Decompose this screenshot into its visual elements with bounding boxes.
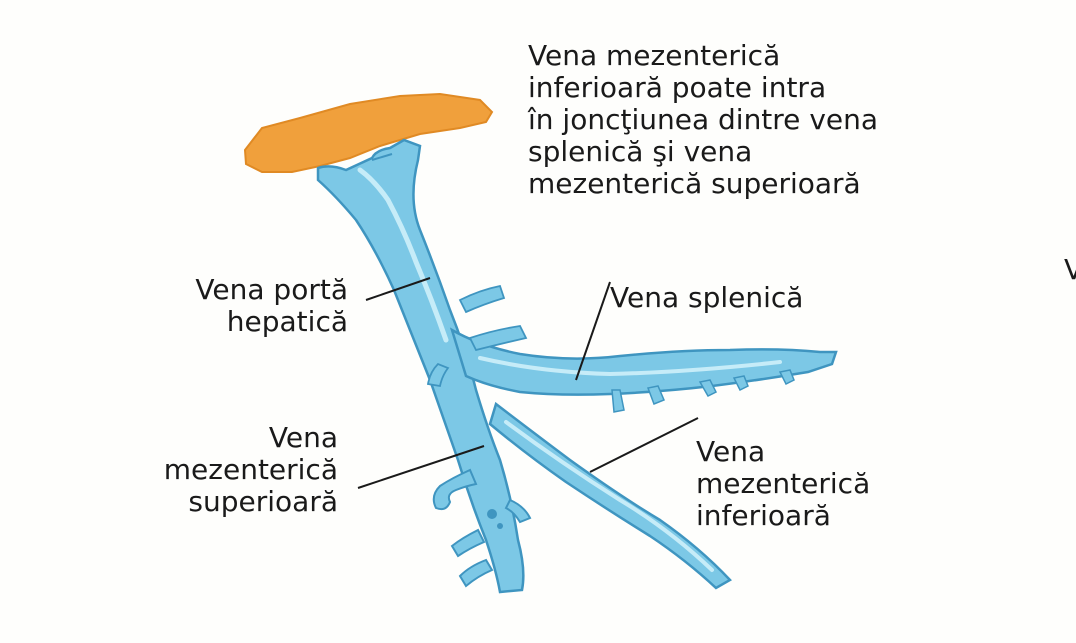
liver-tissue (243, 92, 494, 173)
junction-note: Vena mezenterică inferioară poate intra … (528, 39, 879, 200)
portal-branches (426, 284, 528, 388)
label-superior-mesenteric-vein: Vena mezenterică superioară (163, 421, 338, 518)
inferior-mesenteric-vein (488, 401, 732, 590)
leader-splenic (575, 281, 611, 381)
label-portal-vein: Vena portă hepatică (195, 273, 348, 338)
leader-inferior (589, 417, 699, 473)
leader-lines (357, 277, 699, 489)
splenic-vein (449, 327, 838, 413)
leader-portal (365, 277, 431, 301)
superior-mesenteric-roots (432, 468, 532, 588)
label-inferior-mesenteric-vein: Vena mezenterică inferioară (696, 435, 871, 532)
label-splenic-vein: Vena splenică (610, 281, 804, 314)
leader-superior (357, 445, 485, 489)
cropped-edge-letter: V (1064, 253, 1076, 286)
